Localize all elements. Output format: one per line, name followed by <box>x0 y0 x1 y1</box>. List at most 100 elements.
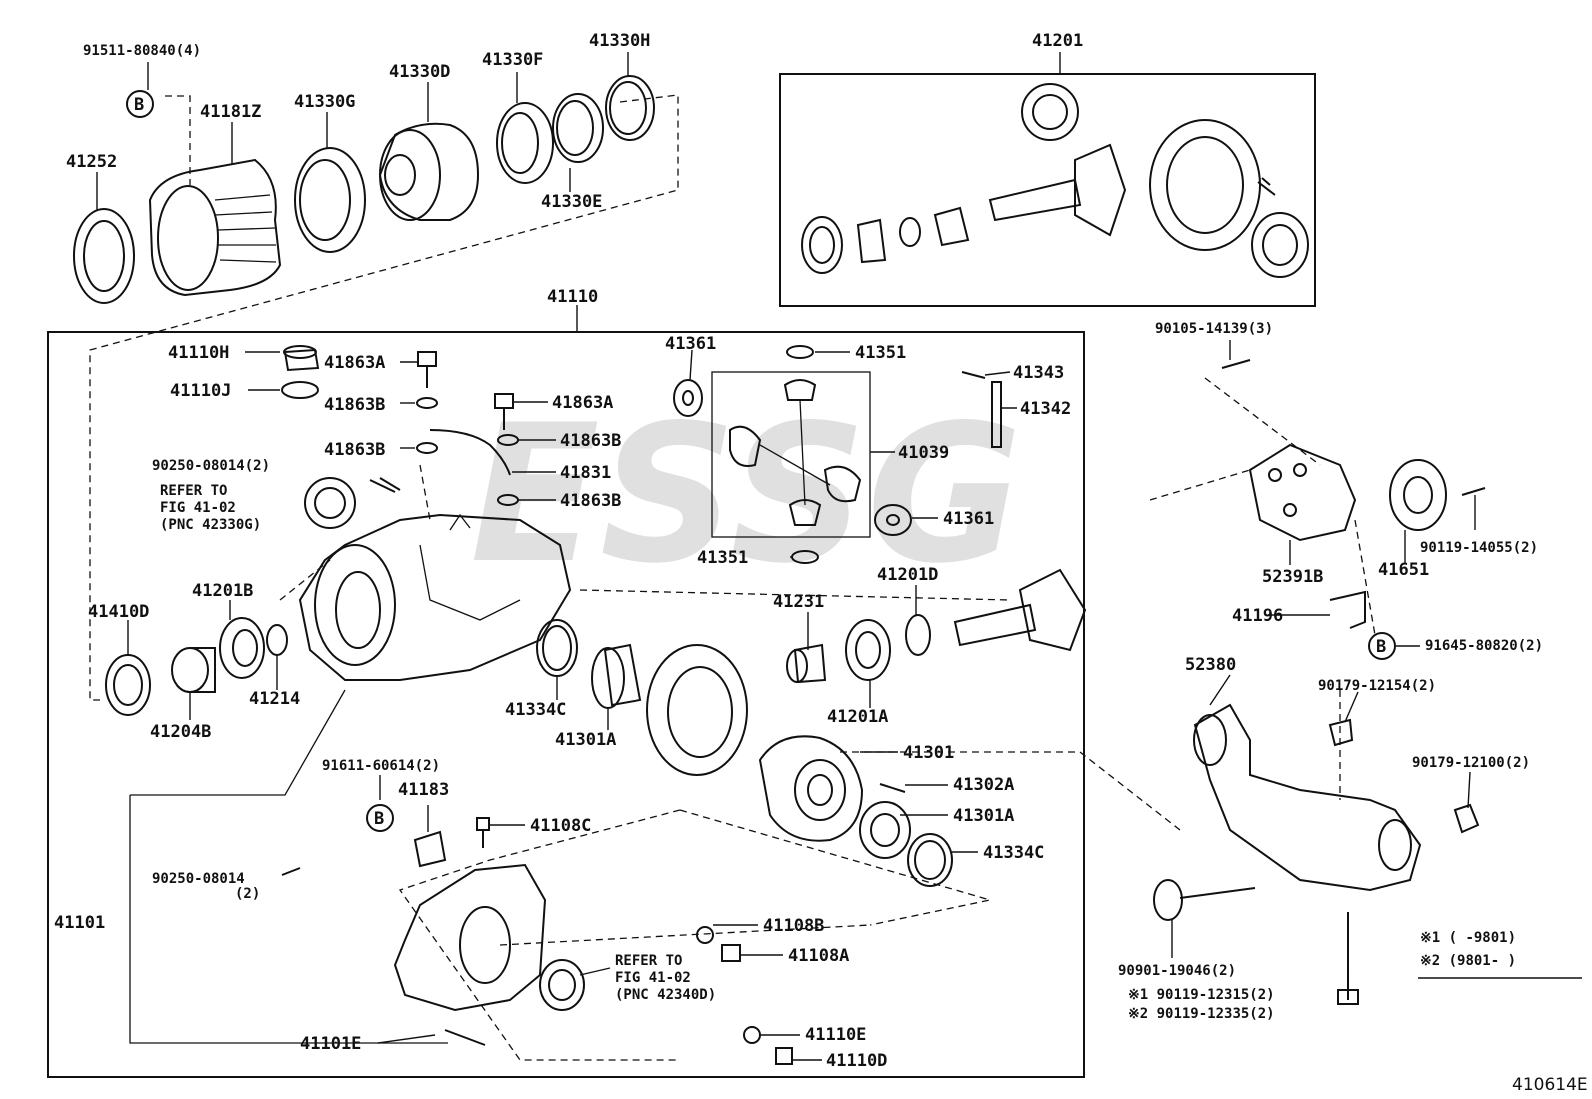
bolt-41302A <box>879 783 906 793</box>
label-41110H: 41110H <box>168 343 229 363</box>
label-41110D: 41110D <box>826 1051 887 1071</box>
gasket-41110E <box>743 1026 761 1044</box>
leader-41101 <box>129 689 448 1044</box>
spacer-41231 <box>786 643 827 684</box>
drain-plug-41110H <box>283 345 320 372</box>
label-41361-2: 41361 <box>943 509 994 529</box>
label-41342: 41342 <box>1020 399 1071 419</box>
stud-90250-bottom <box>281 867 301 876</box>
label-41252: 41252 <box>66 152 117 172</box>
stud-90250-top <box>369 477 401 493</box>
plug-41110D <box>775 1047 793 1065</box>
assembly-41039-box <box>711 371 871 538</box>
label-52380: 52380 <box>1185 655 1236 675</box>
label-41831: 41831 <box>560 463 611 483</box>
label-41201A: 41201A <box>827 707 888 727</box>
label-41108C: 41108C <box>530 816 591 836</box>
label-41330D: 41330D <box>389 62 450 82</box>
label-41110: 41110 <box>547 287 598 307</box>
pinion-gears-41039 <box>729 379 862 526</box>
label-41231: 41231 <box>773 592 824 612</box>
label-41214: 41214 <box>249 689 300 709</box>
top-dashed-outline <box>89 94 679 701</box>
plate-41183 <box>413 830 447 868</box>
bolt-41863A-2 <box>494 393 514 430</box>
label-41108B: 41108B <box>763 916 824 936</box>
label-90105-14139: 90105-14139(3) <box>1155 321 1273 337</box>
breather-tube-41831 <box>429 429 511 476</box>
washer-41361-2 <box>874 504 912 536</box>
refer-to-2-line3: (PNC 42340D) <box>615 987 716 1003</box>
washer-41351-1 <box>786 345 814 359</box>
label-90901-19046: 90901-19046(2) <box>1118 963 1236 979</box>
carrier-41110 <box>298 513 572 681</box>
bearing-41330G <box>294 147 366 253</box>
bearing-41301A-2 <box>859 801 911 859</box>
label-41301A-1: 41301A <box>555 730 616 750</box>
label-41863B-4: 41863B <box>560 491 621 511</box>
oil-seal-ref-42340D <box>539 959 585 1011</box>
label-41101E: 41101E <box>300 1034 361 1054</box>
label-41863B-3: 41863B <box>324 440 385 460</box>
label-41351-1: 41351 <box>855 343 906 363</box>
label-90119-12335: ※2 90119-12335(2) <box>1128 1006 1275 1022</box>
refer-to-1-line1: REFER TO <box>160 483 227 499</box>
sleeve-41330D <box>378 122 480 221</box>
plug-41108C <box>476 817 490 848</box>
spacer-41214 <box>266 624 288 656</box>
label-90179-12100: 90179-12100(2) <box>1412 755 1530 771</box>
bolt-90119-14055 <box>1461 487 1486 496</box>
label-41201B: 41201B <box>192 581 253 601</box>
ring-gear <box>646 644 748 776</box>
leader-lines <box>96 52 1476 1061</box>
washer-41361-1 <box>673 379 703 417</box>
flange-41204B <box>171 647 216 693</box>
label-90119-12315: ※1 90119-12315(2) <box>1128 987 1275 1003</box>
gasket-41110J <box>281 381 319 399</box>
bracket-52391B <box>1248 443 1357 542</box>
bearing-41301A-1 <box>591 643 642 709</box>
label-41410D: 41410D <box>88 602 149 622</box>
label-90119-14055: 90119-14055(2) <box>1420 540 1538 556</box>
label-41334C-2: 41334C <box>983 843 1044 863</box>
nut-90179-12154 <box>1328 718 1354 747</box>
seal-41410D <box>105 654 151 716</box>
label-91611-60614: 91611-60614(2) <box>322 758 440 774</box>
refer-to-1-line2: FIG 41-02 <box>160 500 236 516</box>
dashed-guides-main <box>279 464 1181 1061</box>
label-41334C-1: 41334C <box>505 700 566 720</box>
assembly-41110-box <box>47 331 1085 1078</box>
label-41330F: 41330F <box>482 50 543 70</box>
refer-to-2-line2: FIG 41-02 <box>615 970 691 986</box>
bearing-41201B <box>219 617 265 679</box>
extension-housing-41181Z <box>148 158 282 297</box>
spacer-41330E <box>552 93 604 163</box>
legend-line-2: ※2 (9801- ) <box>1420 953 1516 969</box>
differential-case-41301 <box>758 735 864 842</box>
dashed-guides-right <box>1149 377 1376 800</box>
bushing-41651 <box>1389 459 1447 531</box>
label-90179-12154: 90179-12154(2) <box>1318 678 1436 694</box>
clip-90179-12100 <box>1453 803 1480 834</box>
label-41201D: 41201D <box>877 565 938 585</box>
label-90250-08014-bottom-qty: (2) <box>235 886 260 902</box>
cover-41101 <box>393 863 547 1012</box>
seal-41252 <box>73 208 135 304</box>
label-b-3: B <box>1376 637 1386 657</box>
ref-b-circle-2 <box>366 804 394 832</box>
bolt-41863A-1 <box>417 351 437 388</box>
watermark: ESSG <box>470 384 1023 605</box>
gasket-41108B <box>696 926 714 944</box>
label-41110J: 41110J <box>170 381 231 401</box>
seal-41334C-1 <box>536 619 578 677</box>
label-41301A-2: 41301A <box>953 806 1014 826</box>
label-41330G: 41330G <box>294 92 355 112</box>
washer-41863B-1 <box>416 397 438 409</box>
refer-to-2-line1: REFER TO <box>615 953 682 969</box>
label-41302A: 41302A <box>953 775 1014 795</box>
bolt-90901 <box>1153 879 1256 921</box>
label-41651: 41651 <box>1378 560 1429 580</box>
bearing-41330F <box>496 102 554 184</box>
washer-41863B-3 <box>416 442 438 454</box>
